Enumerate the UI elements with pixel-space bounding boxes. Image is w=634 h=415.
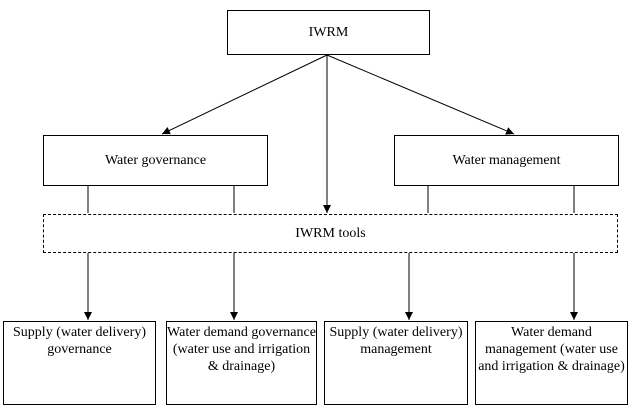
water-governance-box: Water governance [43,135,268,186]
leaf-label: Water demand governance (water use and i… [167,325,316,374]
leaf-supply-management-box: Supply (water delivery) management [324,321,468,405]
water-management-box: Water management [394,135,619,186]
leaf-label: Water demand management (water use and i… [478,325,625,374]
iwrm-root-label: IWRM [308,25,349,40]
leaf-label: Supply (water delivery) management [329,325,463,357]
iwrm-tools-label: IWRM tools [295,226,366,241]
iwrm-tools-box: IWRM tools [43,214,618,253]
leaf-label: Supply (water delivery) governance [13,325,146,357]
iwrm-root-box: IWRM [227,10,430,55]
leaf-supply-governance-box: Supply (water delivery) governance [3,321,156,405]
arrow-root-to-management [326,54,515,135]
leaf-demand-management-box: Water demand management (water use and i… [475,321,628,405]
arrow-root-to-governance [161,54,328,135]
leaf-demand-governance-box: Water demand governance (water use and i… [166,321,317,405]
water-management-label: Water management [452,153,561,168]
water-governance-label: Water governance [104,153,207,168]
